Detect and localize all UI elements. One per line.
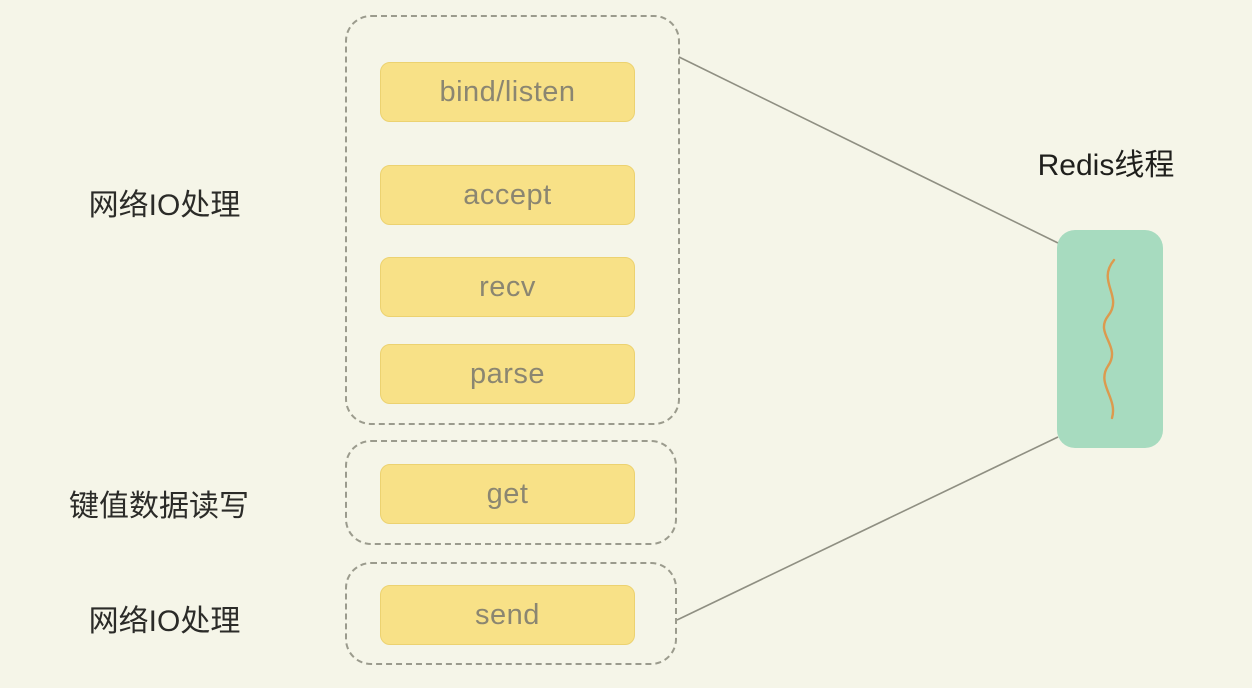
step-send: send xyxy=(380,585,635,645)
label-network-io-bottom: 网络IO处理 xyxy=(88,605,241,638)
step-accept: accept xyxy=(380,165,635,225)
step-bind-listen: bind/listen xyxy=(380,62,635,122)
label-network-io-top: 网络IO处理 xyxy=(88,189,241,222)
step-get: get xyxy=(380,464,635,524)
thread-squiggle-icon xyxy=(1102,258,1116,420)
label-kv-read-write: 键值数据读写 xyxy=(69,490,249,523)
redis-thread-box xyxy=(1057,230,1163,448)
group-network-io-bottom: send xyxy=(345,562,677,665)
group-network-io-top: bind/listen accept recv parse xyxy=(345,15,680,425)
group-kv-read-write: get xyxy=(345,440,677,545)
label-redis-thread: Redis线程 xyxy=(1037,149,1175,182)
step-recv: recv xyxy=(380,257,635,317)
step-parse: parse xyxy=(380,344,635,404)
